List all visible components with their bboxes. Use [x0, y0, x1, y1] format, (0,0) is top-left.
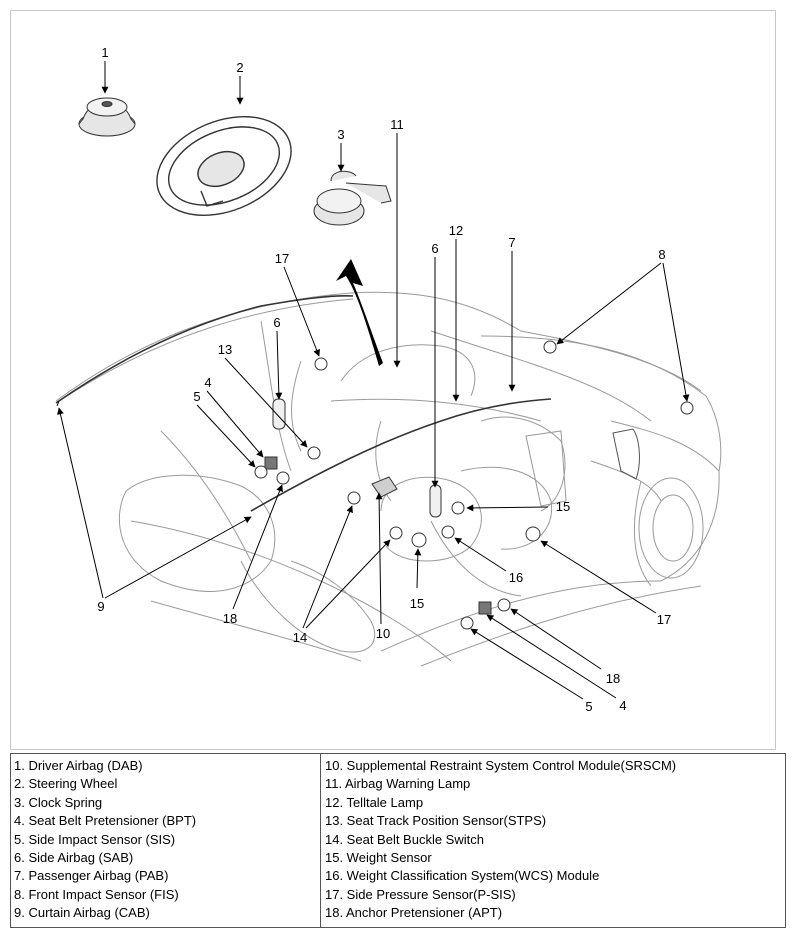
callout-5: 5: [193, 389, 200, 404]
callout-17: 17: [657, 612, 671, 627]
legend-item: 4. Seat Belt Pretensioner (BPT): [14, 813, 197, 829]
diagram-frame: 1 2 3 11 12 6 7 8 17 6 13 4 5 15 16 15 1…: [10, 10, 776, 750]
callout-12: 12: [449, 223, 463, 238]
legend-item: 2. Steering Wheel: [14, 776, 118, 792]
callout-14: 14: [293, 630, 307, 645]
legend-item: 12. Telltale Lamp: [325, 794, 424, 810]
legend-column-left: 1. Driver Airbag (DAB) 2. Steering Wheel…: [11, 754, 321, 927]
sensor-markers: [254, 340, 694, 630]
callout-3: 3: [337, 127, 344, 142]
legend-item: 17. Side Pressure Sensor(P-SIS): [325, 886, 516, 902]
callout-7: 7: [508, 235, 515, 250]
curtain-airbag-rail: [55, 295, 552, 512]
callout-10: 10: [376, 626, 390, 641]
legend-item: 18. Anchor Pretensioner (APT): [325, 905, 503, 921]
driver-airbag-part: [78, 97, 136, 137]
airbag-system-illustration: 1 2 3 11 12 6 7 8 17 6 13 4 5 15 16 15 1…: [55, 45, 722, 714]
legend-item: 7. Passenger Airbag (PAB): [14, 868, 169, 884]
callout-6: 6: [273, 315, 280, 330]
callout-11: 11: [390, 117, 404, 132]
legend-item: 10. Supplemental Restraint System Contro…: [325, 758, 677, 773]
car-outline: [55, 291, 722, 667]
legend-table: 1. Driver Airbag (DAB) 2. Steering Wheel…: [10, 753, 786, 928]
callout-5: 5: [585, 699, 592, 714]
callout-4: 4: [204, 375, 211, 390]
callout-15: 15: [410, 596, 424, 611]
legend-item: 15. Weight Sensor: [325, 850, 432, 866]
callout-6: 6: [431, 241, 438, 256]
callout-8: 8: [658, 247, 665, 262]
callout-16: 16: [509, 570, 523, 585]
pretensioner-part: [264, 456, 492, 615]
legend-item: 9. Curtain Airbag (CAB): [14, 905, 150, 921]
assembly-arrow: [336, 259, 383, 366]
callout-17: 17: [275, 251, 289, 266]
clock-spring-part: [313, 170, 392, 226]
legend-item: 6. Side Airbag (SAB): [14, 850, 134, 866]
callout-18: 18: [606, 671, 620, 686]
callout-15: 15: [556, 499, 570, 514]
legend-item: 14. Seat Belt Buckle Switch: [325, 831, 484, 847]
callout-1: 1: [101, 45, 108, 60]
srscm-module-part: [371, 476, 398, 498]
callout-2: 2: [236, 60, 243, 75]
leader-lines: [56, 61, 690, 700]
legend-item: 16. Weight Classification System(WCS) Mo…: [325, 868, 600, 884]
callout-13: 13: [218, 342, 232, 357]
legend-item: 11. Airbag Warning Lamp: [325, 776, 471, 792]
legend-item: 3. Clock Spring: [14, 794, 103, 810]
legend-item: 8. Front Impact Sensor (FIS): [14, 886, 179, 902]
callout-9: 9: [97, 599, 104, 614]
callout-4: 4: [619, 698, 626, 713]
legend-column-right: 10. Supplemental Restraint System Contro…: [321, 754, 785, 927]
legend-item: 5. Side Impact Sensor (SIS): [14, 831, 176, 847]
legend-item: 1. Driver Airbag (DAB): [14, 758, 143, 773]
callout-18: 18: [223, 611, 237, 626]
legend-item: 13. Seat Track Position Sensor(STPS): [325, 813, 547, 829]
steering-wheel-part: [156, 116, 292, 216]
callout-labels: 1 2 3 11 12 6 7 8 17 6 13 4 5 15 16 15 1…: [97, 45, 671, 714]
